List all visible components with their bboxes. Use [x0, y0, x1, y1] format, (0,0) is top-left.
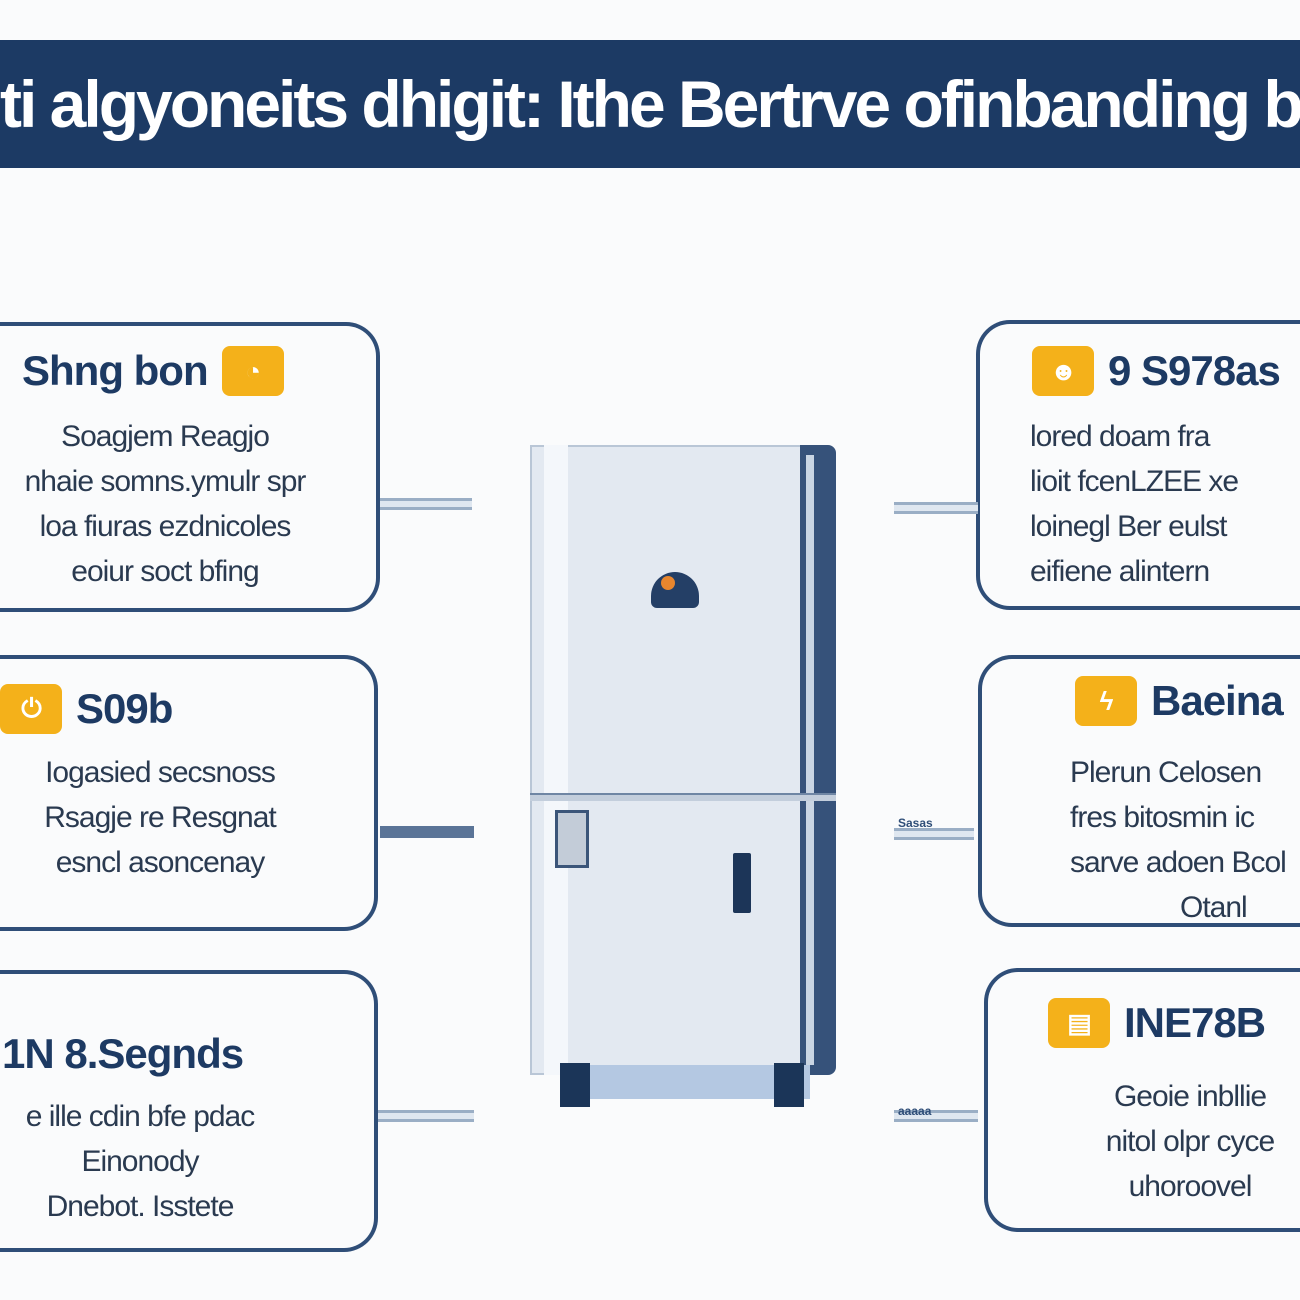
- fridge-foot-left: [560, 1063, 590, 1107]
- fridge-base: [560, 1065, 810, 1099]
- feature-card-top-left-title: Shng bon: [22, 347, 209, 394]
- feature-card-mid-right-title: Baeina: [1151, 677, 1284, 724]
- card-line: Einonody: [81, 1145, 199, 1178]
- feature-card-top-left-header: Shng bon ◔: [22, 346, 284, 396]
- title-banner: ti algyoneits dhigit: Ithe Bertrve ofinb…: [0, 40, 1300, 168]
- feature-card-mid-right-header: ϟ Baeina: [1075, 676, 1284, 726]
- feature-card-top-right: [976, 320, 1300, 610]
- feature-card-bottom-left-text: e ille cdin bfe pdac Einonody Dnebot. Is…: [0, 1094, 280, 1229]
- card-line: loinegl Ber eulst: [1030, 510, 1227, 543]
- thermostat-knob-icon: [651, 572, 699, 608]
- card-line: e ille cdin bfe pdac: [25, 1100, 256, 1133]
- feature-card-bottom-right: [984, 968, 1300, 1232]
- card-line: eifiene alintern: [1030, 555, 1210, 588]
- gauge-icon: ◔: [221, 346, 284, 396]
- smart-icon: ☻: [1032, 346, 1094, 396]
- feature-card-mid-right-text: Plerun Celosen fres bitosmin ic sarve ad…: [1070, 750, 1300, 930]
- connector-mid-right-label: Sasas: [898, 816, 933, 830]
- connector-top-right: [894, 502, 978, 514]
- feature-card-top-left: [0, 322, 380, 612]
- card-line: Soagjem Reagjo: [61, 420, 270, 453]
- page-title: ti algyoneits dhigit: Ithe Bertrve ofinb…: [0, 67, 1300, 141]
- card-line: Geoie inbllie: [1113, 1080, 1267, 1113]
- connector-mid-right: [894, 828, 974, 840]
- card-line: uhoroovel: [1128, 1170, 1253, 1203]
- card-line: sarve adoen Bcol: [1070, 846, 1287, 879]
- card-line: eoiur soct bfing: [71, 555, 259, 588]
- fridge-body: [530, 445, 802, 1075]
- card-line: nitol olpr cyce: [1105, 1125, 1275, 1158]
- card-line: nhaie somns.ymulr spr: [24, 465, 307, 498]
- fridge-side-trim: [806, 455, 814, 1065]
- fridge-door-divider: [530, 793, 836, 801]
- indicator-light-icon: [661, 576, 675, 590]
- freezer-handle: [733, 853, 751, 913]
- feature-card-mid-left-header: ⏻ S09b: [0, 684, 173, 734]
- storage-icon: ▤: [1048, 998, 1110, 1048]
- card-line: Rsagje re Resgnat: [44, 801, 276, 834]
- feature-card-top-right-header: ☻ 9 S978as: [1032, 346, 1281, 396]
- connector-bottom-left: [378, 1110, 474, 1122]
- card-line: Plerun Celosen: [1070, 756, 1262, 789]
- feature-card-bottom-left-header: 1N 8.Segnds: [2, 1030, 244, 1078]
- fridge-foot-right: [774, 1063, 804, 1107]
- card-line: Dnebot. Isstete: [46, 1190, 235, 1223]
- connector-top-left: [380, 498, 472, 510]
- card-line: Otanl: [1180, 891, 1248, 924]
- energy-icon: ϟ: [1075, 676, 1137, 726]
- fridge-highlight: [544, 445, 568, 1075]
- feature-card-bottom-right-title: INE78B: [1124, 999, 1266, 1046]
- feature-card-mid-left: [0, 655, 378, 931]
- connector-mid-left: [380, 826, 474, 838]
- feature-card-bottom-right-header: ▤ INE78B: [1048, 998, 1266, 1048]
- card-line: fres bitosmin ic: [1070, 801, 1255, 834]
- connector-bottom-right-label: aaaaa: [898, 1104, 932, 1118]
- feature-card-bottom-right-text: Geoie inbllie nitol olpr cyce uhoroovel: [1080, 1074, 1300, 1209]
- feature-card-top-right-text: lored doam fra lioit fcenLZEE xe loinegl…: [1030, 414, 1300, 594]
- feature-card-top-left-text: Soagjem Reagjo nhaie somns.ymulr spr loa…: [0, 414, 330, 594]
- feature-card-mid-left-title: S09b: [76, 685, 173, 732]
- card-line: lioit fcenLZEE xe: [1030, 465, 1239, 498]
- feature-card-top-right-title: 9 S978as: [1108, 347, 1281, 394]
- feature-card-mid-right: [978, 655, 1300, 927]
- connector-bottom-right: [894, 1110, 978, 1122]
- water-dispenser-icon: [555, 810, 589, 868]
- card-line: loa fiuras ezdnicoles: [39, 510, 292, 543]
- card-line: esncl asoncenay: [55, 846, 265, 879]
- card-line: Iogasied secsnoss: [45, 756, 276, 789]
- feature-card-mid-left-text: Iogasied secsnoss Rsagje re Resgnat esnc…: [0, 750, 320, 885]
- card-line: lored doam fra: [1030, 420, 1210, 453]
- refrigerator-illustration: [530, 415, 836, 1107]
- power-icon: ⏻: [0, 684, 62, 734]
- feature-card-bottom-left-title: 1N 8.Segnds: [2, 1030, 244, 1077]
- feature-card-bottom-left: [0, 970, 378, 1252]
